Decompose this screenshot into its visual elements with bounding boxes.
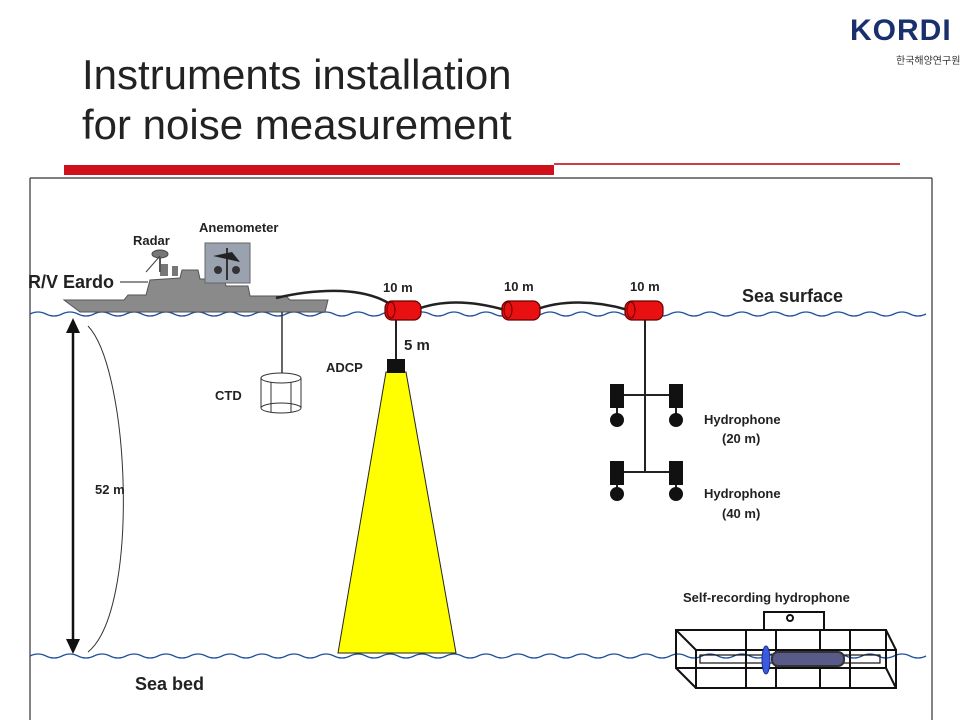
hydrophone-40-depth: (40 m) bbox=[722, 506, 760, 521]
title-underline-red bbox=[64, 165, 554, 175]
anemometer-icon bbox=[204, 242, 251, 284]
float-icon bbox=[501, 300, 541, 321]
self-recording-hydrophone-icon bbox=[675, 611, 897, 689]
hydrophone-40-label: Hydrophone bbox=[704, 486, 781, 501]
title-line-2: for noise measurement bbox=[82, 101, 512, 148]
title-underline-thin bbox=[554, 163, 900, 165]
tow-cable bbox=[275, 289, 391, 306]
float-cable-1 bbox=[414, 301, 506, 312]
hydrophone-icon bbox=[610, 320, 683, 472]
sea-surface-label: Sea surface bbox=[742, 286, 843, 306]
hydrophone-icon bbox=[610, 461, 683, 501]
page-title: Instruments installation for noise measu… bbox=[82, 50, 512, 150]
hydrophone-20-depth: (20 m) bbox=[722, 431, 760, 446]
spacing-label-3: 10 m bbox=[630, 279, 660, 294]
radar-icon bbox=[145, 249, 169, 273]
sea-bed-label: Sea bed bbox=[135, 674, 204, 694]
depth-arrow bbox=[66, 318, 124, 654]
hydrophone-20-label: Hydrophone bbox=[704, 412, 781, 427]
ctd-label: CTD bbox=[215, 388, 242, 403]
float-icon bbox=[624, 300, 664, 321]
adcp-icon bbox=[387, 359, 405, 373]
anemometer-label: Anemometer bbox=[199, 220, 278, 235]
self-recording-label: Self-recording hydrophone bbox=[683, 590, 850, 605]
radar-label: Radar bbox=[133, 233, 170, 248]
spacing-label-2: 10 m bbox=[504, 279, 534, 294]
sea-surface-line bbox=[29, 311, 927, 317]
logo-name: KORDI bbox=[850, 14, 952, 47]
adcp-label: ADCP bbox=[326, 360, 363, 375]
float-cable-2 bbox=[534, 301, 629, 312]
adcp-beam bbox=[337, 371, 457, 654]
depth-label: 52 m bbox=[95, 482, 125, 497]
ctd-icon bbox=[260, 372, 302, 414]
kordi-logo: KORDI 한국해양연구원 bbox=[832, 0, 960, 72]
spacing-label-1: 10 m bbox=[383, 280, 413, 295]
logo-subtitle: 한국해양연구원 bbox=[896, 56, 960, 67]
float-icon bbox=[384, 300, 422, 321]
ship-label: R/V Eardo bbox=[28, 272, 114, 292]
title-line-1: Instruments installation bbox=[82, 51, 512, 98]
adcp-depth-label: 5 m bbox=[404, 337, 430, 354]
